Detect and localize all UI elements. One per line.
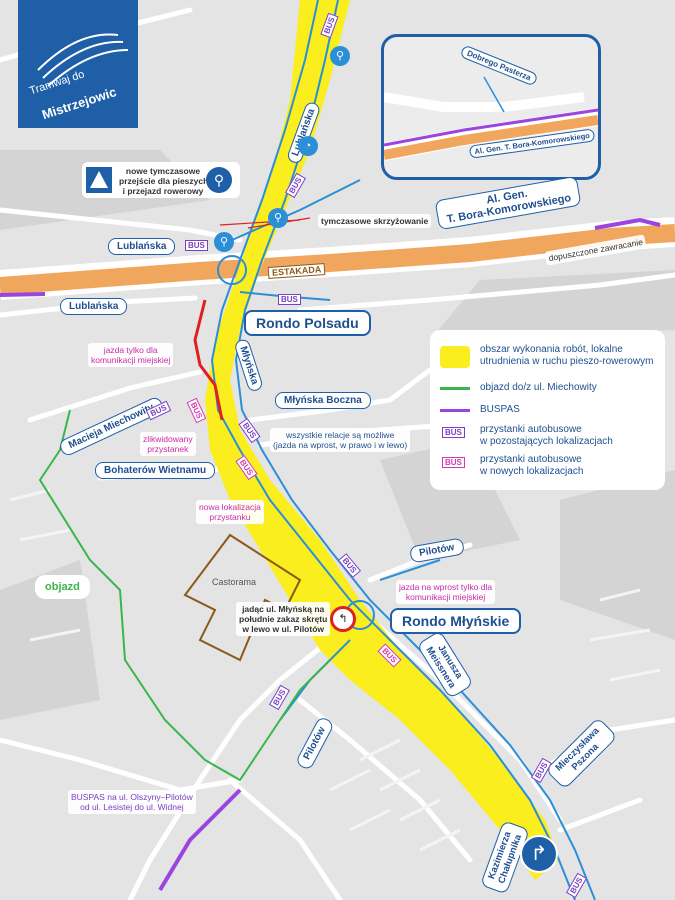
street-lublanska-left: Lublańska [108,238,176,255]
small-block-roads [9,488,661,852]
legend-detour-text: objazd do/z ul. Miechowity [480,382,597,393]
pedestrian-crossing-icon [86,167,112,193]
legend-bus-new-text: przystanki autobusowe w nowych lokalizac… [480,454,584,477]
legend-work-swatch [440,346,470,368]
new-stop-note: nowa lokalizacja przystanku [196,500,264,524]
detour-route [38,409,331,782]
crossing-note: nowe tymczasowe przejście dla pieszych i… [119,166,209,196]
rondo-polsadu-circle [217,255,247,285]
street-lublanska-bottom: Lublańska [60,298,128,315]
logo: Tramwaj do Mistrzejowic [18,0,138,128]
castorama-label: Castorama [212,577,257,587]
bicycle-icon: ⚲ [206,167,232,193]
no-left-note: jadąc ul. Młyńską na południe zakaz skrę… [236,602,331,636]
bus-stop-tag: BUS [278,294,301,305]
bike-route-icon: ◔ [298,136,318,156]
turn-right-only-icon: ↱ [520,835,558,873]
legend-buspas-text: BUSPAS [480,404,520,415]
castorama-outline [183,533,302,662]
legend-bus-old-text: przystanki autobusowe w pozostających lo… [480,424,613,447]
no-left-turn-icon: ↰ [330,606,356,632]
legend-buspas-swatch [440,409,470,412]
work-area [205,0,560,880]
removed-stop-note: zlikwidowany przystanek [140,432,196,456]
legend-work-text: obszar wykonania robót, lokalne utrudnie… [480,344,654,367]
bus-stop-tag: BUS [185,240,208,251]
legend-bus-new-swatch: BUS [442,457,465,468]
city-only-segment [193,299,224,421]
legend-bus-old-swatch: BUS [442,427,465,438]
buspas-lines [0,217,661,892]
straight-city-note: jazda na wprost tylko dla komunikacji mi… [396,580,496,604]
street-mlynska-boczna: Młyńska Boczna [275,392,371,409]
legend-detour-swatch [440,387,470,390]
inset-map: Dobrego Pasterza Al. Gen. T. Bora-Komoro… [381,34,601,180]
legend: obszar wykonania robót, lokalne utrudnie… [430,330,665,490]
temp-junction-note: tymczasowe skrzyżowanie [318,214,432,228]
tram-logo-icon [37,33,129,87]
city-blocks [0,150,675,720]
rondo-mlynskie-label: Rondo Młyńskie [390,608,522,634]
walk-icon: ⚲ [268,208,288,228]
pedestrian-icon: ⚲ [330,46,350,66]
street-bohaterow: Bohaterów Wietnamu [95,462,216,479]
crossing-note-box: nowe tymczasowe przejście dla pieszych i… [82,162,240,198]
city-only-note-1: jazda tylko dla komunikacji miejskiej [88,343,174,367]
inset-roads [384,76,598,161]
buspas-note: BUSPAS na ul. Olszyny–Pilotów od ul. Les… [68,790,196,814]
rondo-polsadu-label: Rondo Polsadu [244,310,371,336]
detour-label: objazd [35,575,90,599]
estakada-road [0,217,675,300]
walk-icon-2: ⚲ [214,232,234,252]
all-relations-note: wszystkie relacje są możliwe (jazda na w… [270,428,411,452]
